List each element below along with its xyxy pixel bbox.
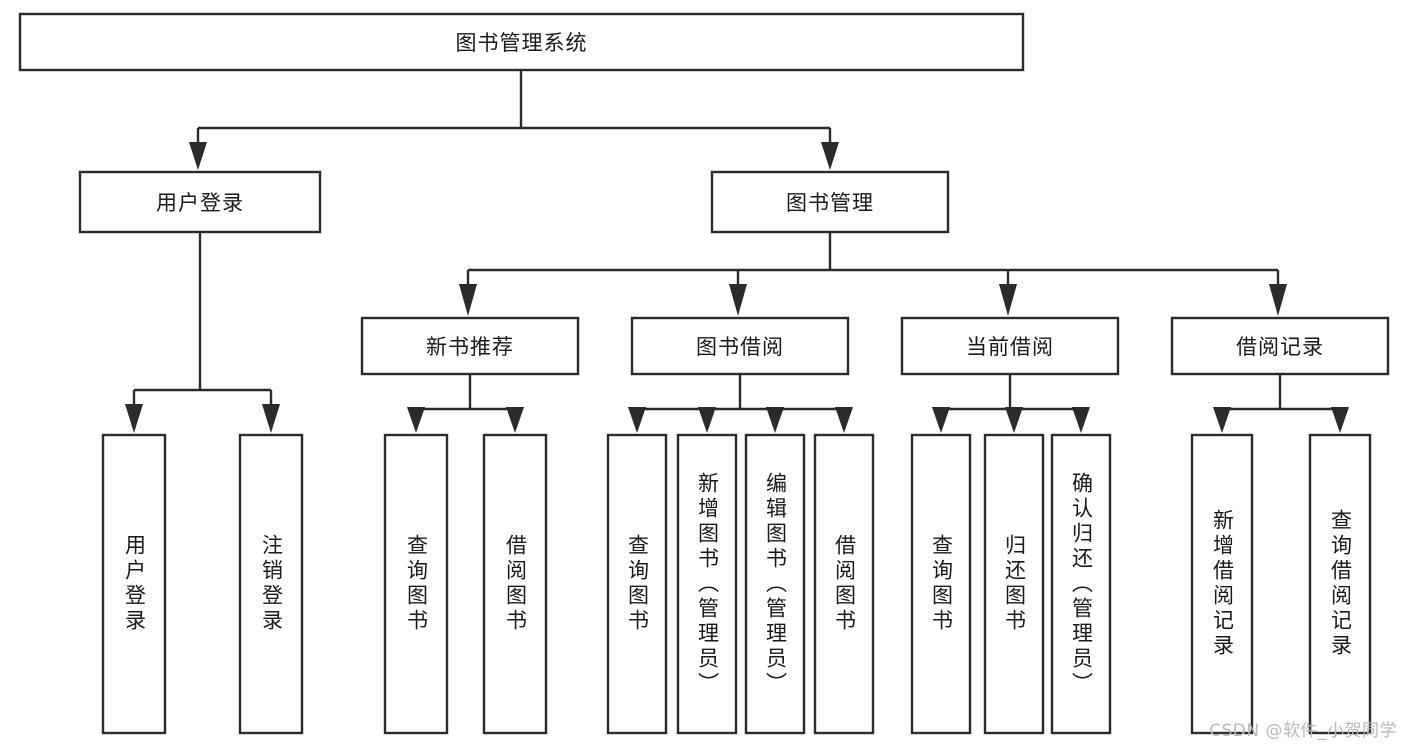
arrow-head-leaf-logout bbox=[262, 404, 280, 433]
arrow-head-leaf-confirm-return bbox=[1072, 407, 1090, 433]
node-box-leaf-query-book-borrow[interactable] bbox=[606, 433, 668, 735]
node-box-root[interactable] bbox=[18, 12, 1025, 72]
node-box-leaf-edit-book[interactable] bbox=[744, 433, 806, 735]
node-box-leaf-user-login[interactable] bbox=[101, 433, 167, 735]
arrow-head-current-borrow bbox=[999, 284, 1017, 316]
arrow-head-leaf-query-book-borrow bbox=[628, 407, 646, 433]
node-box-book-borrow[interactable] bbox=[630, 316, 850, 376]
node-box-new-book-recommend[interactable] bbox=[360, 316, 580, 376]
connector-layer bbox=[125, 70, 1349, 433]
node-box-leaf-confirm-return[interactable] bbox=[1050, 433, 1112, 735]
node-box-leaf-logout[interactable] bbox=[238, 433, 304, 735]
arrow-head-leaf-query-borrow-record bbox=[1331, 407, 1349, 433]
arrow-head-leaf-user-login bbox=[125, 404, 143, 433]
arrow-head-leaf-query-book-recommend bbox=[407, 407, 425, 433]
arrow-head-book-management bbox=[821, 142, 839, 170]
node-box-current-borrow[interactable] bbox=[900, 316, 1120, 376]
node-box-leaf-query-book-current[interactable] bbox=[910, 433, 972, 735]
arrow-head-book-borrow bbox=[729, 284, 747, 316]
arrow-head-leaf-edit-book bbox=[766, 407, 784, 433]
arrow-head-leaf-return-book bbox=[1005, 407, 1023, 433]
arrow-head-leaf-borrow-book-recommend bbox=[506, 407, 524, 433]
node-box-book-management[interactable] bbox=[710, 170, 950, 234]
node-box-leaf-borrow-book[interactable] bbox=[813, 433, 875, 735]
node-box-leaf-query-borrow-record[interactable] bbox=[1308, 433, 1372, 735]
arrow-head-user-login bbox=[189, 142, 207, 170]
arrow-head-leaf-borrow-book bbox=[835, 407, 853, 433]
node-box-leaf-return-book[interactable] bbox=[983, 433, 1045, 735]
node-box-user-login[interactable] bbox=[78, 170, 322, 234]
arrow-head-leaf-add-borrow-record bbox=[1213, 407, 1231, 433]
arrow-head-borrow-record bbox=[1269, 284, 1287, 316]
node-box-layer bbox=[18, 12, 1390, 735]
node-box-leaf-borrow-book-recommend[interactable] bbox=[482, 433, 548, 735]
arrow-head-new-book-recommend bbox=[459, 284, 477, 316]
node-box-leaf-add-book[interactable] bbox=[676, 433, 738, 735]
node-box-borrow-record[interactable] bbox=[1170, 316, 1390, 376]
node-box-leaf-add-borrow-record[interactable] bbox=[1190, 433, 1254, 735]
node-box-leaf-query-book-recommend[interactable] bbox=[383, 433, 449, 735]
arrow-head-leaf-query-book-current bbox=[932, 407, 950, 433]
arrow-head-leaf-add-book bbox=[698, 407, 716, 433]
